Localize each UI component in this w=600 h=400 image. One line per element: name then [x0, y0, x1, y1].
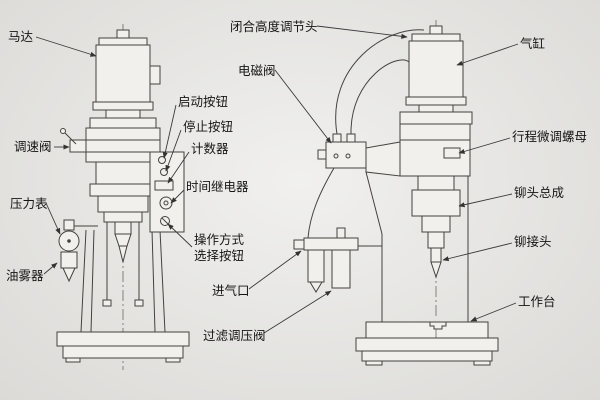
- label-stroke-fine-adjust-nut: 行程微调螺母: [512, 129, 587, 144]
- leader-time-relay: [170, 189, 185, 204]
- control-panel: [149, 151, 185, 233]
- speed-valve-part: [60, 128, 87, 153]
- closing-height-adjuster-part: [429, 25, 443, 35]
- label-worktable: 工作台: [518, 294, 556, 309]
- air-hoses: [307, 29, 425, 239]
- leader-operation-mode: [167, 223, 193, 248]
- label-stop-button: 停止按钮: [183, 119, 233, 134]
- label-time-relay: 时间继电器: [186, 179, 249, 194]
- label-operation-mode-line2: 选择按钮: [194, 248, 244, 263]
- left-head-body: [85, 109, 161, 223]
- air-cylinder-part: [405, 25, 467, 113]
- label-motor: 马达: [8, 29, 34, 44]
- leader-motor: [35, 36, 97, 57]
- label-start-button: 启动按钮: [178, 94, 228, 109]
- label-pressure-gauge: 压力表: [10, 196, 48, 211]
- left-column-base: [56, 229, 190, 363]
- leader-filter-regulator: [263, 290, 332, 334]
- label-air-cylinder: 气缸: [520, 36, 545, 51]
- label-speed-valve: 调速阀: [14, 139, 52, 154]
- leader-solenoid: [274, 69, 332, 144]
- label-oil-mist: 油雾器: [6, 268, 44, 283]
- motor-junction-box: [149, 65, 161, 85]
- t-slot: [429, 322, 447, 330]
- labels: 马达 调速阀 压力表 油雾器 启动按钮 停止按钮 计数器 时间继电器 操作方式 …: [6, 19, 587, 343]
- leader-oil-mist: [43, 262, 58, 275]
- leader-rivet-head-assembly: [458, 193, 513, 208]
- air-inlet-part: [293, 239, 305, 250]
- left-motor: [92, 29, 161, 111]
- label-rivet-head-assembly: 铆头总成: [514, 185, 564, 200]
- right-frame: [365, 111, 473, 322]
- filter-regulator-part: [293, 227, 382, 293]
- leader-air-inlet: [248, 250, 302, 290]
- leader-counter: [167, 151, 190, 184]
- left-spindle: [102, 221, 144, 307]
- pressure-gauge-oiler-part: [58, 219, 98, 283]
- stroke-nut-part: [443, 147, 461, 159]
- counter-part: [154, 180, 174, 191]
- leader-start-button: [162, 104, 177, 159]
- label-rivet-joint: 铆接头: [514, 234, 552, 249]
- right-machine-side-view: [293, 20, 499, 366]
- label-counter: 计数器: [191, 141, 229, 156]
- leader-lines: [35, 25, 519, 334]
- label-closing-height-adjuster: 闭合高度调节头: [230, 19, 318, 34]
- leader-air-cylinder: [456, 43, 519, 66]
- label-solenoid-valve: 电磁阀: [238, 63, 276, 78]
- leader-worktable: [470, 302, 517, 322]
- leader-stop-button: [165, 129, 182, 172]
- rivet-joint-part: [430, 247, 442, 263]
- leader-rivet-joint: [442, 242, 513, 262]
- leader-closing-height: [316, 25, 408, 39]
- solenoid-valve-part: [317, 133, 367, 169]
- label-operation-mode-line1: 操作方式: [194, 232, 245, 247]
- oiler-body: [60, 251, 78, 269]
- left-machine-front-view: [56, 24, 190, 370]
- label-air-inlet: 进气口: [212, 283, 250, 298]
- worktable-base: [355, 321, 499, 366]
- label-filter-regulator: 过滤调压阀: [203, 328, 266, 343]
- rivet-head-assembly-part: [411, 175, 461, 279]
- leader-pressure-gauge: [45, 202, 61, 235]
- leader-stroke-nut: [458, 137, 511, 154]
